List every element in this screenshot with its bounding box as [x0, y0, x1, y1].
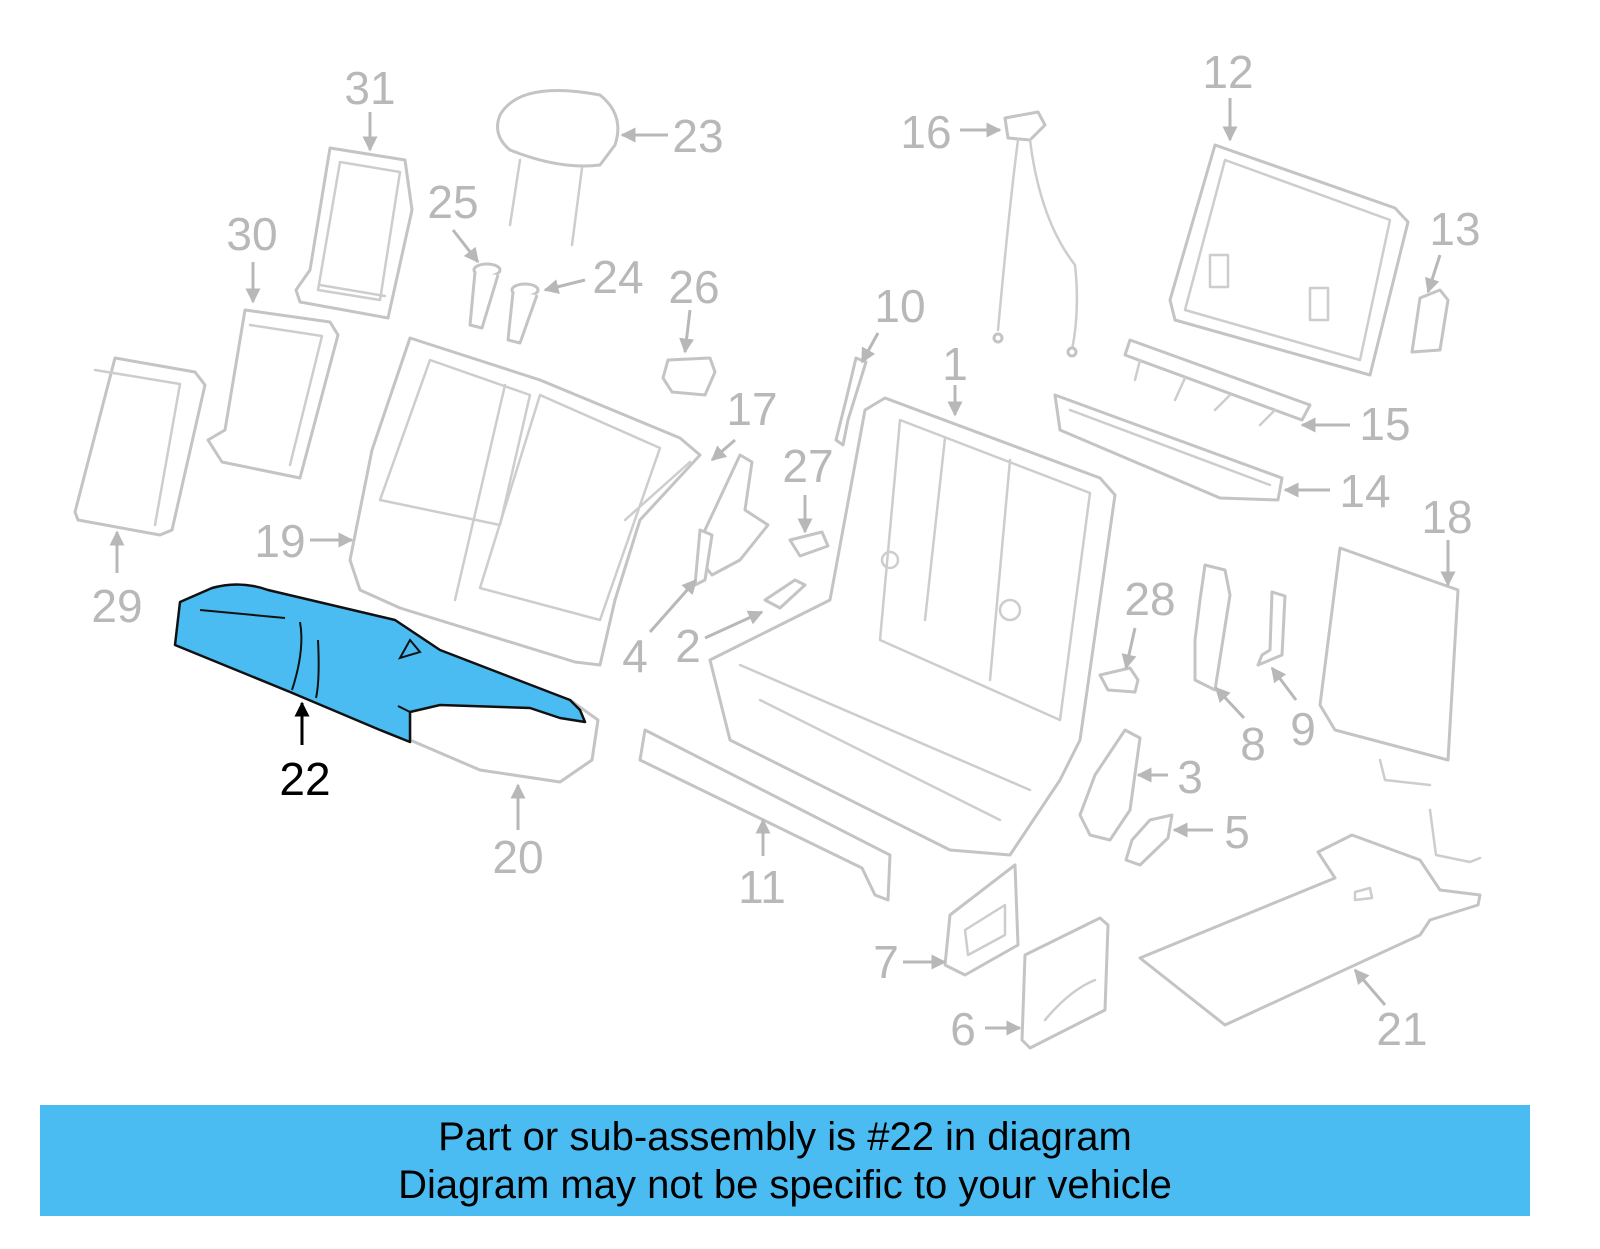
callout-7: 7 — [873, 936, 899, 988]
part-23-headrest[interactable] — [496, 89, 620, 247]
part-7-panel[interactable] — [943, 863, 1020, 977]
callout-5: 5 — [1224, 806, 1250, 858]
callout-13: 13 — [1429, 203, 1480, 255]
part-2-bolt[interactable] — [763, 578, 807, 610]
callout-26: 26 — [668, 261, 719, 313]
part-24-headrest-guide[interactable] — [506, 282, 540, 345]
seat-parts-diagram: 1 2 3 4 5 6 7 8 9 10 11 12 13 14 15 16 1… — [73, 46, 1482, 1055]
callout-2: 2 — [675, 620, 701, 672]
part-16-belt-buckle[interactable] — [992, 110, 1079, 358]
part-25-headrest-guide[interactable] — [468, 262, 502, 330]
callout-27: 27 — [782, 440, 833, 492]
callout-labels: 1 2 3 4 5 6 7 8 9 10 11 12 13 14 15 16 1… — [91, 46, 1480, 1055]
callout-15: 15 — [1359, 398, 1410, 450]
callout-1: 1 — [942, 338, 968, 390]
part-1-seat-frame[interactable] — [708, 396, 1117, 857]
callout-29: 29 — [91, 580, 142, 632]
leader-lines — [109, 98, 1456, 1036]
callout-19: 19 — [254, 515, 305, 567]
callout-21: 21 — [1376, 1003, 1427, 1055]
part-18-side-panel[interactable] — [1318, 546, 1460, 787]
banner-disclaimer-line: Diagram may not be specific to your vehi… — [398, 1162, 1172, 1207]
callout-9: 9 — [1290, 703, 1316, 755]
part-15-hinge-bar[interactable] — [1123, 338, 1312, 427]
callout-20: 20 — [492, 831, 543, 883]
callout-8: 8 — [1240, 718, 1266, 770]
part-30-back-panel[interactable] — [206, 308, 340, 480]
callout-10: 10 — [874, 280, 925, 332]
callout-28: 28 — [1124, 573, 1175, 625]
part-9-bracket[interactable] — [1256, 590, 1287, 667]
callout-31: 31 — [344, 62, 395, 114]
part-13-latch[interactable] — [1410, 288, 1450, 354]
part-31-frame-panel[interactable] — [294, 146, 414, 320]
part-28-clip[interactable] — [1098, 666, 1140, 694]
part-12-back-cover[interactable] — [1168, 143, 1410, 377]
part-5-cap[interactable] — [1124, 813, 1174, 867]
callout-14: 14 — [1339, 465, 1390, 517]
callout-11: 11 — [738, 861, 786, 913]
callout-17: 17 — [726, 383, 777, 435]
part-3-cover[interactable] — [1078, 728, 1142, 842]
callout-24: 24 — [592, 251, 643, 303]
part-22-seat-cushion-cover[interactable] — [173, 583, 587, 744]
part-4-bracket[interactable] — [693, 528, 714, 587]
part-14-rail[interactable] — [1053, 393, 1284, 502]
callout-6: 6 — [950, 1003, 976, 1055]
part-11-rail[interactable] — [638, 728, 892, 902]
banner-part-line: Part or sub-assembly is #22 in diagram — [438, 1114, 1132, 1159]
part-29-back-panel[interactable] — [73, 356, 207, 537]
callout-12: 12 — [1202, 46, 1253, 98]
callout-22: 22 — [279, 753, 330, 805]
callout-30: 30 — [226, 208, 277, 260]
part-17-trim[interactable] — [698, 453, 770, 577]
callout-18: 18 — [1421, 491, 1472, 543]
callout-3: 3 — [1177, 751, 1203, 803]
part-21-floor-mat[interactable] — [1138, 808, 1482, 1027]
part-26-bracket[interactable] — [661, 356, 717, 397]
callout-16: 16 — [900, 106, 951, 158]
part-19-seatback-cover[interactable] — [348, 336, 702, 667]
callout-25: 25 — [427, 176, 478, 228]
callout-23: 23 — [672, 110, 723, 162]
info-banner: Part or sub-assembly is #22 in diagram D… — [40, 1105, 1530, 1216]
callout-4: 4 — [622, 630, 648, 682]
part-27-clip[interactable] — [788, 530, 830, 558]
part-6-panel[interactable] — [1020, 916, 1110, 1050]
part-8-trim[interactable] — [1193, 563, 1232, 692]
